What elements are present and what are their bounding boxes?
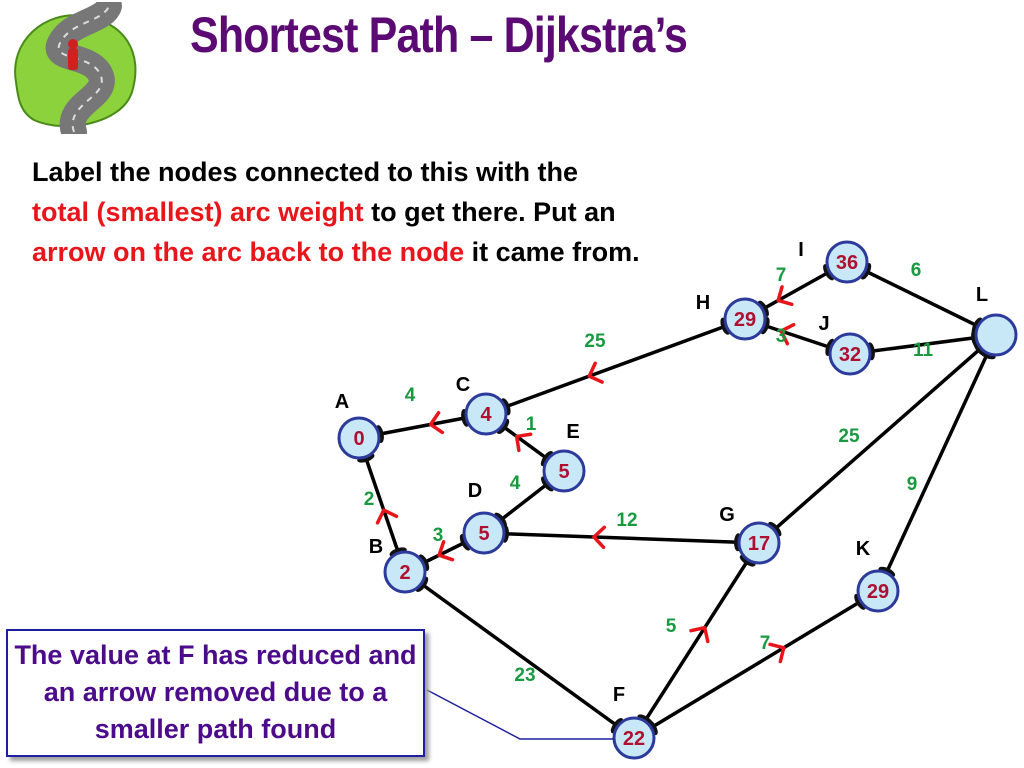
node-name-a: A bbox=[335, 391, 349, 413]
node-e bbox=[542, 449, 586, 493]
node-name-d: D bbox=[468, 480, 482, 502]
callout-pointer bbox=[426, 689, 614, 740]
edge-weight-b-d: 3 bbox=[433, 525, 444, 546]
edge-b-f bbox=[403, 570, 636, 740]
arrow-to-g-on-g-f bbox=[689, 625, 710, 644]
edge-i-l bbox=[846, 260, 997, 337]
node-a bbox=[337, 416, 381, 460]
node-value-k: 29 bbox=[867, 581, 889, 603]
node-name-e: E bbox=[566, 421, 579, 443]
arrow-to-c-on-c-e bbox=[514, 432, 533, 453]
node-b bbox=[383, 550, 427, 594]
node-d bbox=[462, 511, 506, 555]
edge-weight-a-c: 4 bbox=[405, 385, 416, 406]
node-value-b: 2 bbox=[399, 562, 410, 584]
node-value-j: 32 bbox=[839, 344, 861, 366]
instructions-highlight-1: total (smallest) arc weight bbox=[32, 197, 364, 227]
arrow-to-c-on-c-h bbox=[587, 361, 604, 384]
node-g bbox=[737, 521, 781, 565]
callout-box: The value at F has reduced and an arrow … bbox=[6, 629, 425, 757]
node-value-d: 5 bbox=[478, 523, 489, 545]
node-name-f: F bbox=[613, 684, 625, 706]
node-i bbox=[825, 240, 869, 284]
edge-weight-e-d: 4 bbox=[510, 473, 521, 494]
edge-weight-d-g: 12 bbox=[616, 510, 637, 531]
node-l bbox=[974, 313, 1018, 357]
arrow-to-d-on-d-g bbox=[592, 525, 607, 550]
instructions-part3: it came from. bbox=[464, 237, 640, 267]
edge-g-l bbox=[757, 333, 998, 545]
edge-c-h bbox=[485, 317, 746, 416]
node-name-b: B bbox=[369, 536, 383, 558]
arrow-to-h-on-h-j bbox=[779, 322, 796, 346]
winding-road-icon bbox=[14, 2, 137, 134]
node-k bbox=[856, 569, 900, 613]
node-c bbox=[464, 392, 508, 436]
node-f bbox=[612, 716, 656, 760]
edge-l-k bbox=[876, 334, 998, 592]
instructions-part2: to get there. Put an bbox=[363, 197, 616, 227]
instructions-highlight-2: arrow on the arc back to the node bbox=[32, 237, 465, 267]
arrow-to-b-on-b-d bbox=[437, 540, 455, 562]
edge-weight-g-l: 25 bbox=[838, 426, 860, 447]
edge-d-g bbox=[483, 531, 760, 545]
node-name-j: J bbox=[818, 313, 829, 335]
arrow-to-a-on-a-c bbox=[428, 411, 445, 435]
slide-title: Shortest Path – Dijkstra’s bbox=[190, 7, 688, 63]
edge-weight-a-b: 2 bbox=[364, 489, 375, 510]
node-h bbox=[723, 297, 767, 341]
node-value-a: 0 bbox=[353, 428, 364, 450]
node-name-g: G bbox=[719, 504, 735, 526]
edge-weight-j-l: 11 bbox=[913, 340, 934, 361]
node-name-c: C bbox=[456, 374, 470, 396]
arrow-to-h-on-h-i bbox=[776, 285, 794, 307]
node-value-f: 22 bbox=[623, 728, 645, 750]
node-name-k: K bbox=[856, 538, 871, 560]
edge-weight-b-f: 23 bbox=[514, 665, 535, 686]
node-value-e: 5 bbox=[558, 461, 569, 483]
arrow-to-a-on-a-b bbox=[375, 508, 399, 525]
edge-weight-c-e: 1 bbox=[526, 414, 537, 435]
edge-weight-h-i: 7 bbox=[776, 265, 787, 286]
edge-weight-l-k: 9 bbox=[907, 474, 918, 495]
node-value-c: 4 bbox=[480, 404, 492, 426]
edge-weight-k-f: 7 bbox=[760, 633, 771, 654]
edge-g-f bbox=[632, 542, 761, 739]
arrow-to-k-on-k-f bbox=[768, 642, 786, 664]
edge-k-f bbox=[633, 589, 879, 740]
node-name-h: H bbox=[696, 292, 710, 314]
instructions-part1: Label the nodes connected to this with t… bbox=[32, 157, 579, 187]
node-j bbox=[828, 332, 872, 376]
edge-weight-i-l: 6 bbox=[911, 260, 922, 281]
edge-weight-h-j: 3 bbox=[776, 326, 787, 347]
node-value-h: 29 bbox=[734, 309, 756, 331]
edge-weight-c-h: 25 bbox=[584, 331, 606, 352]
node-name-l: L bbox=[976, 284, 988, 306]
node-value-i: 36 bbox=[836, 252, 858, 274]
instructions-text: Label the nodes connected to this with t… bbox=[32, 152, 642, 272]
node-value-g: 17 bbox=[748, 533, 770, 555]
node-name-i: I bbox=[798, 239, 804, 261]
edge-weight-g-f: 5 bbox=[666, 616, 677, 637]
